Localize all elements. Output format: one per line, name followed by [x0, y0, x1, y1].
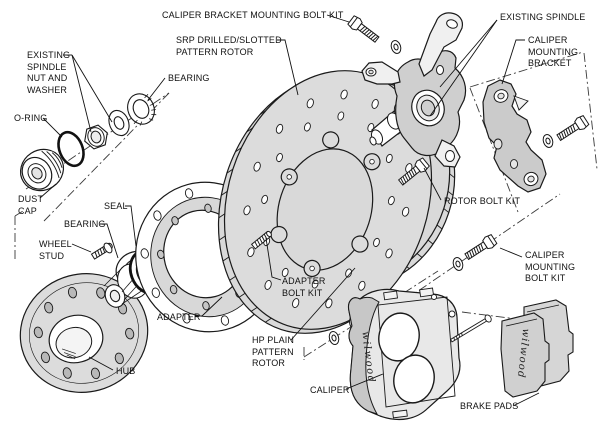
spindle-washer-part [105, 107, 132, 138]
adapter-bolt-washer-1 [327, 329, 341, 347]
bearing-outer-part [123, 89, 159, 128]
label-dust-cap: DUST CAP [18, 194, 44, 216]
caliper-bracket-bolt [346, 14, 382, 46]
o-ring-part [54, 128, 88, 169]
label-rotor-bolt-kit: ROTOR BOLT KIT [444, 196, 521, 206]
label-existing-spindle-nut-and-washer: EXISTING SPINDLE NUT AND WASHER [27, 50, 71, 95]
spindle-nut-part [81, 123, 111, 151]
label-existing-spindle: EXISTING SPINDLE [500, 12, 586, 22]
label-brake-pads: BRAKE PADS [460, 401, 519, 411]
label-srp-rotor: SRP DRILLED/SLOTTED PATTERN ROTOR [176, 35, 282, 57]
caliper-mounting-bracket-part [483, 80, 546, 192]
leader-lines [40, 15, 539, 406]
existing-spindle-part [362, 13, 466, 167]
label-caliper-mounting-bolt-kit: CALIPER MOUNTING BOLT KIT [525, 250, 576, 283]
label-adapter: ADAPTER [157, 312, 201, 322]
label-hp-plain-pattern-rotor: HP PLAIN PATTERN ROTOR [252, 335, 295, 368]
rotor-rim-ticks [219, 96, 282, 323]
caliper-bracket-bolt-washer [389, 38, 403, 56]
label-seal: SEAL [104, 201, 128, 211]
label-wheel-stud: WHEEL STUD [39, 239, 72, 261]
brake-pads-part [501, 300, 573, 397]
hub-stud-holes [33, 286, 135, 379]
bracket-side-bolt [554, 114, 590, 144]
label-adapter-bolt-kit: ADAPTER BOLT KIT [282, 276, 326, 298]
label-caliper-bracket-mounting-bolt-kit: CALIPER BRACKET MOUNTING BOLT KIT [162, 10, 344, 20]
label-caliper: CALIPER [310, 385, 350, 395]
label-hub: HUB [116, 366, 136, 376]
label-bearing-inner: BEARING [64, 219, 106, 229]
dust-cap-part [13, 141, 72, 199]
caliper-mounting-bolt [462, 233, 498, 263]
caliper-part [349, 288, 460, 419]
bracket-side-washer [541, 132, 555, 150]
caliper-mounting-washer [451, 255, 465, 273]
caliper-pad-pin [449, 314, 492, 344]
label-caliper-mounting-bracket: CALIPER MOUNTING BRACKET [528, 35, 579, 68]
wheel-stud-part [91, 241, 114, 260]
label-bearing-outer: BEARING [168, 73, 210, 83]
label-o-ring: O-RING [14, 113, 48, 123]
